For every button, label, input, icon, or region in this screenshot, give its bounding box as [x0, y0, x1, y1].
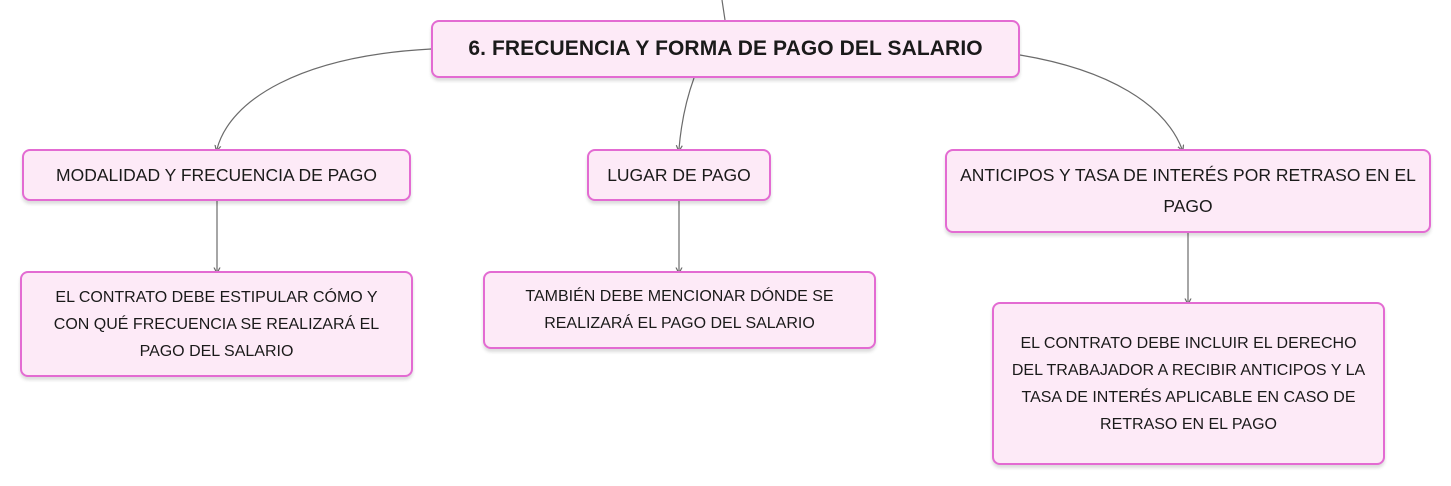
detail-node-lugar[interactable]: TAMBIÉN DEBE MENCIONAR DÓNDE SE REALIZAR…	[483, 271, 876, 349]
detail-node-modalidad[interactable]: EL CONTRATO DEBE ESTIPULAR CÓMO Y CON QU…	[20, 271, 413, 377]
detail-text-anticipos: EL CONTRATO DEBE INCLUIR EL DERECHO DEL …	[1011, 334, 1366, 433]
detail-node-anticipos[interactable]: EL CONTRATO DEBE INCLUIR EL DERECHO DEL …	[992, 302, 1385, 465]
detail-text-lugar: TAMBIÉN DEBE MENCIONAR DÓNDE SE REALIZAR…	[525, 288, 834, 332]
branch-label-lugar: LUGAR DE PAGO	[607, 164, 751, 185]
branch-node-anticipos[interactable]: ANTICIPOS Y TASA DE INTERÉS POR RETRASO …	[945, 149, 1431, 233]
connector-root-anticipos	[1019, 54, 1182, 149]
branch-label-modalidad: MODALIDAD Y FRECUENCIA DE PAGO	[56, 164, 377, 185]
connector-root-modalidad	[217, 48, 432, 149]
connector-root-lugar	[679, 77, 695, 149]
branch-label-anticipos: ANTICIPOS Y TASA DE INTERÉS POR RETRASO …	[960, 165, 1416, 216]
branch-node-lugar[interactable]: LUGAR DE PAGO	[587, 149, 771, 201]
root-topic-node[interactable]: 6. FRECUENCIA Y FORMA DE PAGO DEL SALARI…	[431, 20, 1020, 78]
connector-incoming	[721, 0, 726, 21]
root-topic-label: 6. FRECUENCIA Y FORMA DE PAGO DEL SALARI…	[468, 37, 983, 60]
branch-node-modalidad[interactable]: MODALIDAD Y FRECUENCIA DE PAGO	[22, 149, 411, 201]
detail-text-modalidad: EL CONTRATO DEBE ESTIPULAR CÓMO Y CON QU…	[53, 288, 380, 360]
